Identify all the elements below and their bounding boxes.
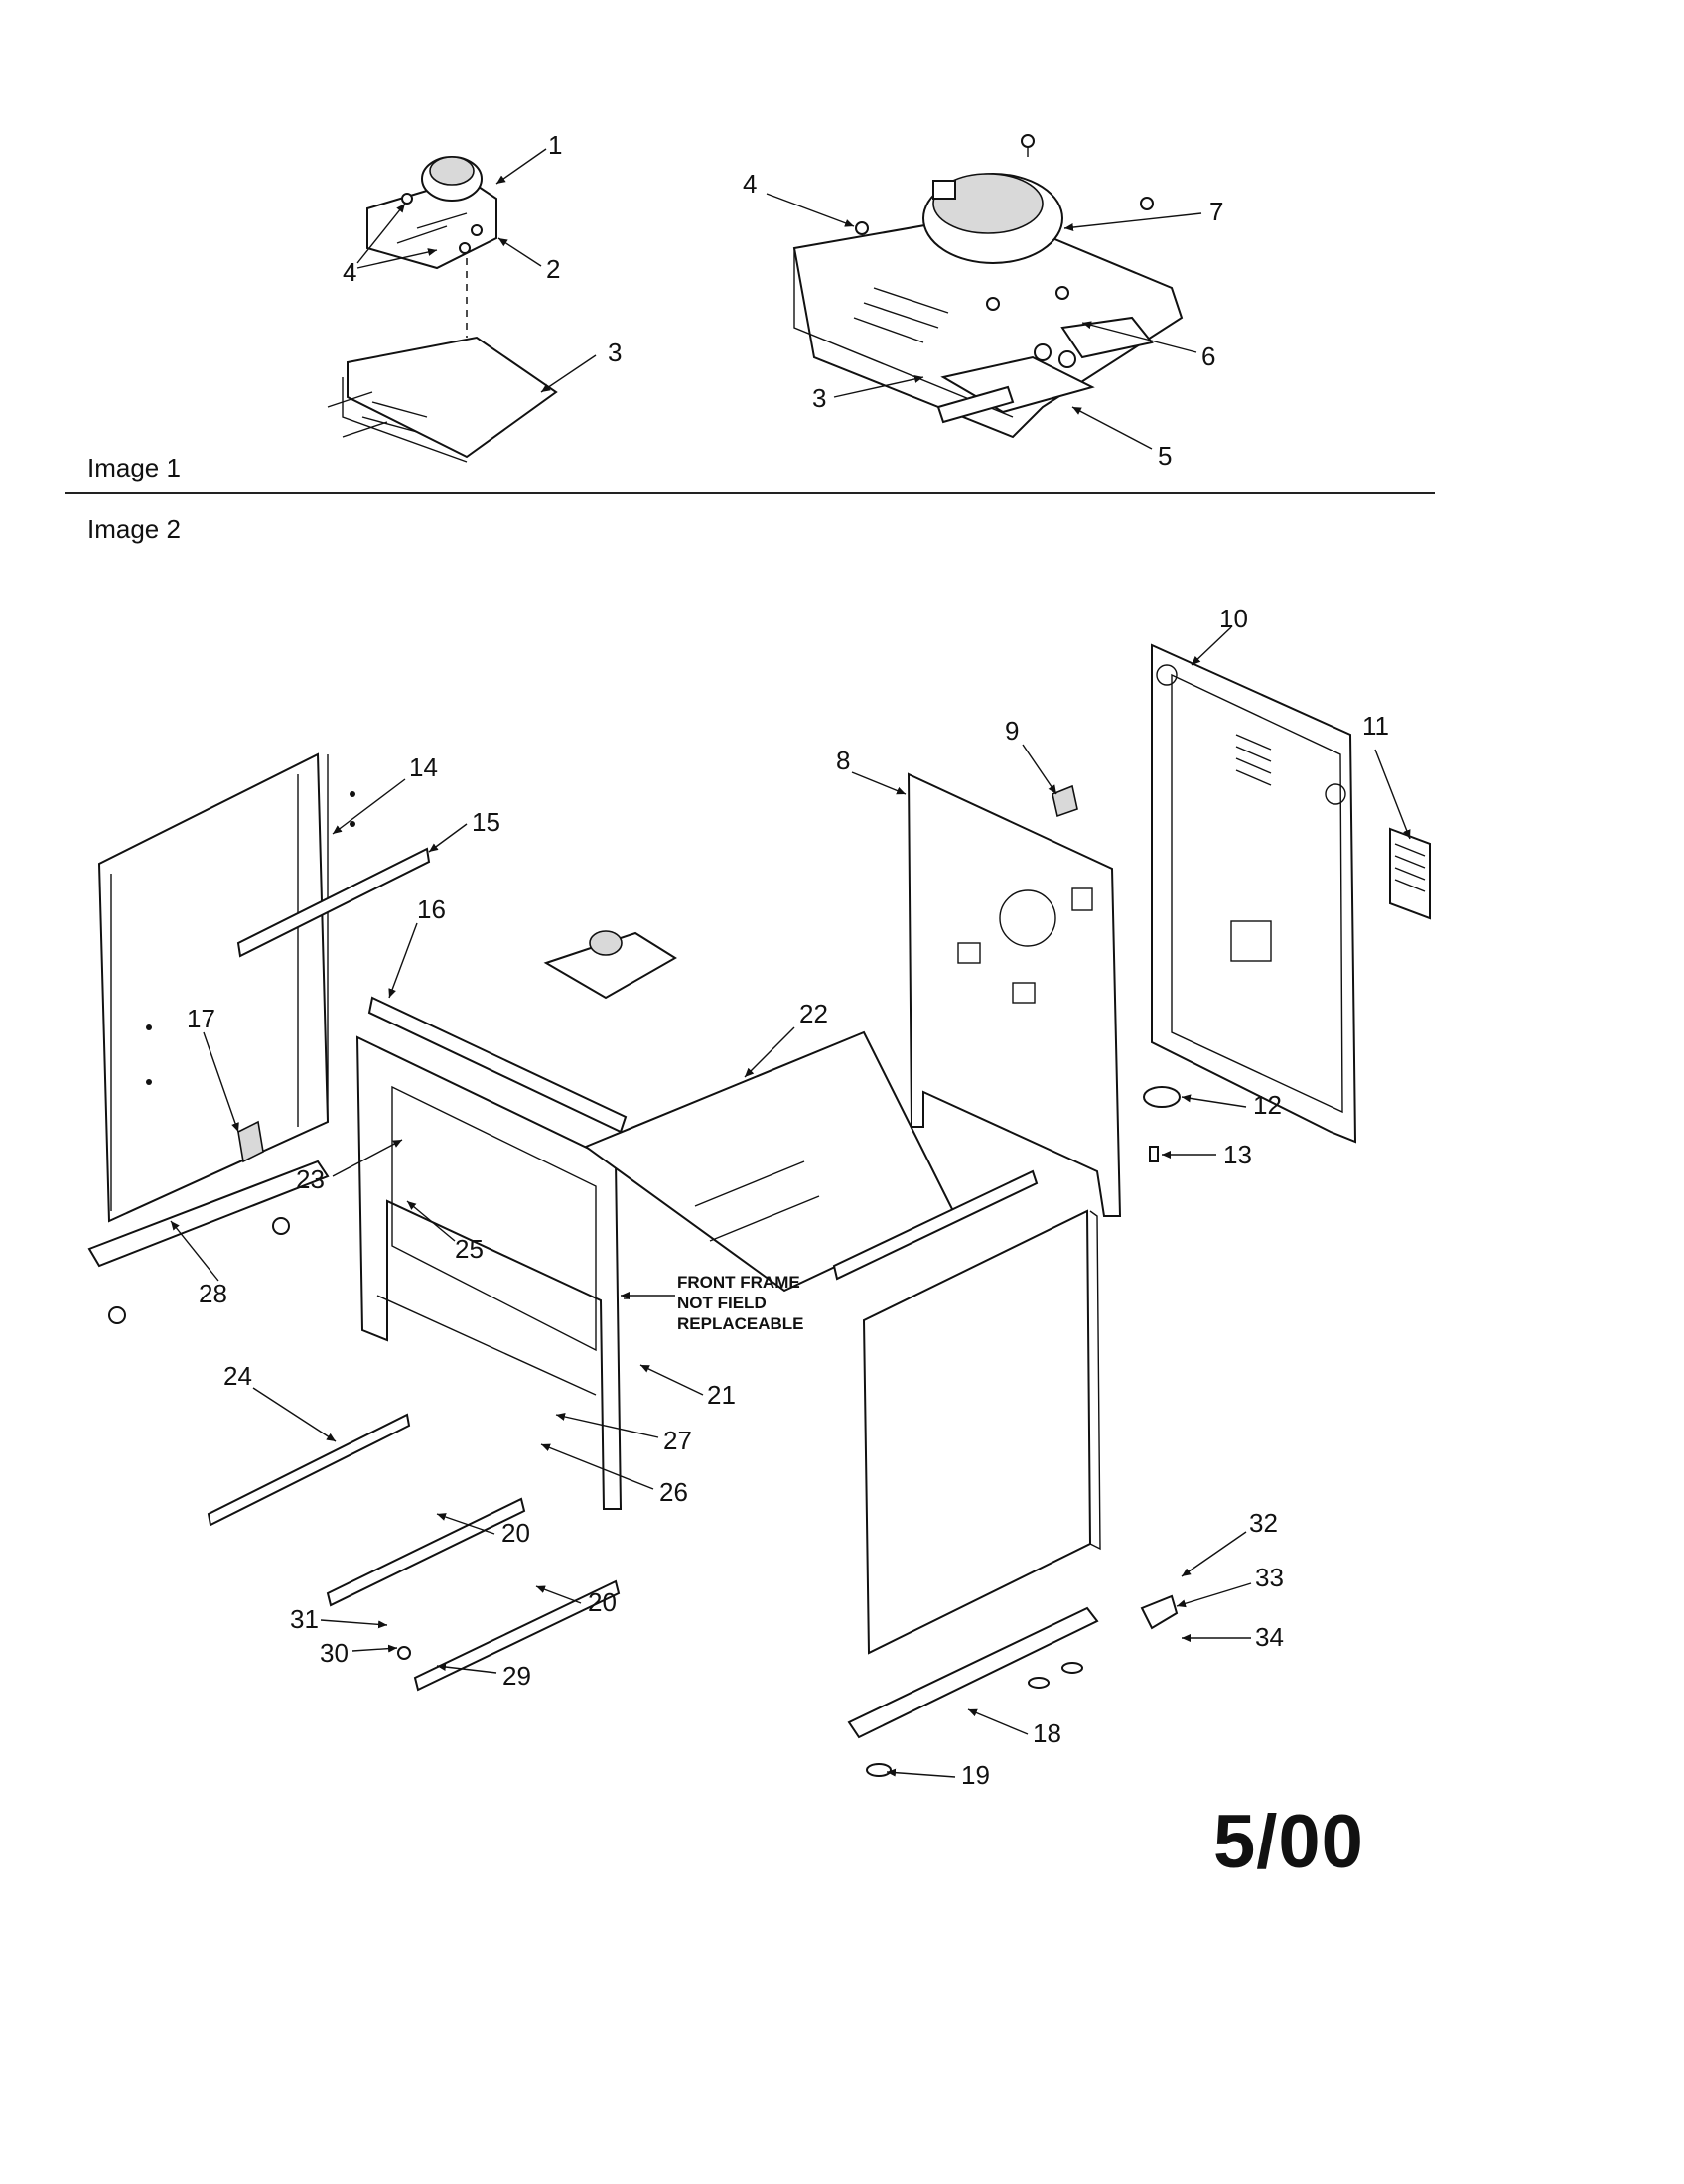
image-1-label: Image 1 xyxy=(87,453,181,482)
grommet-12-shape xyxy=(1143,1086,1181,1108)
callout-30: 30 xyxy=(320,1638,349,1668)
callout-10: 10 xyxy=(1219,604,1248,633)
note-line-2: NOT FIELD xyxy=(677,1294,767,1312)
image1-right-assembly xyxy=(792,134,1184,439)
callout-22: 22 xyxy=(799,999,828,1028)
callout-33: 33 xyxy=(1255,1563,1284,1592)
brace-20a-shape xyxy=(326,1497,526,1607)
top-panel-22-shape xyxy=(583,1030,955,1293)
front-frame xyxy=(355,996,628,1510)
base-rail-18-shape xyxy=(847,1606,1099,1739)
callout-28: 28 xyxy=(199,1279,227,1308)
image-2-label: Image 2 xyxy=(87,514,181,544)
right-side-panel xyxy=(832,1169,1101,1655)
callout-18: 18 xyxy=(1033,1718,1061,1748)
brace-24-shape xyxy=(207,1413,411,1527)
footer-date-code: 5/00 xyxy=(1213,1800,1364,1884)
callout-24: 24 xyxy=(223,1361,252,1391)
callout-5: 5 xyxy=(1158,441,1172,471)
callout-3b: 3 xyxy=(812,383,826,413)
callout-4: 4 xyxy=(343,257,356,287)
callout-19: 19 xyxy=(961,1760,990,1790)
front-frame-note: FRONT FRAME NOT FIELD REPLACEABLE xyxy=(677,1273,804,1333)
brace-15-shape xyxy=(236,847,431,958)
section-divider xyxy=(65,492,1435,494)
callout-2: 2 xyxy=(546,254,560,284)
left-side-panel xyxy=(97,752,355,1223)
bracket-9-shape xyxy=(1052,784,1078,818)
clip-13-shape xyxy=(1149,1146,1159,1162)
callout-6: 6 xyxy=(1201,341,1215,371)
callout-9: 9 xyxy=(1005,716,1019,746)
callout-1: 1 xyxy=(548,130,562,160)
callout-13: 13 xyxy=(1223,1140,1252,1169)
callout-32: 32 xyxy=(1249,1508,1278,1538)
bracket-33-shape xyxy=(1140,1594,1179,1630)
callout-20: 20 xyxy=(501,1518,530,1548)
base-rail-28-shape xyxy=(87,1160,330,1268)
callout-31: 31 xyxy=(290,1604,319,1634)
note-line-1: FRONT FRAME xyxy=(677,1273,800,1292)
brace-20b-shape xyxy=(413,1579,621,1692)
callout-23: 23 xyxy=(296,1164,325,1194)
bracket-17-shape xyxy=(237,1120,264,1163)
callout-20b: 20 xyxy=(588,1587,617,1617)
callout-14: 14 xyxy=(409,752,438,782)
callout-27: 27 xyxy=(663,1426,692,1455)
image1-left-assembly xyxy=(327,156,558,463)
back-cover xyxy=(1151,643,1357,1144)
callout-12: 12 xyxy=(1253,1090,1282,1120)
callout-17: 17 xyxy=(187,1004,215,1033)
callout-4b: 4 xyxy=(743,169,757,199)
callout-8: 8 xyxy=(836,746,850,775)
callout-34: 34 xyxy=(1255,1622,1284,1652)
callout-numbers: 1 2 3 4 4 3 5 6 7 8 9 10 11 12 13 14 15 … xyxy=(187,130,1389,1790)
callout-21: 21 xyxy=(707,1380,736,1410)
rear-panel xyxy=(907,772,1122,1217)
callout-7: 7 xyxy=(1209,197,1223,226)
callout-29: 29 xyxy=(502,1661,531,1691)
callout-3: 3 xyxy=(608,338,622,367)
callout-16: 16 xyxy=(417,894,446,924)
leader-lines xyxy=(170,148,1411,1778)
note-line-3: REPLACEABLE xyxy=(677,1314,804,1333)
callout-11: 11 xyxy=(1362,711,1389,741)
callout-15: 15 xyxy=(472,807,500,837)
callout-26: 26 xyxy=(659,1477,688,1507)
callout-25: 25 xyxy=(455,1234,484,1264)
